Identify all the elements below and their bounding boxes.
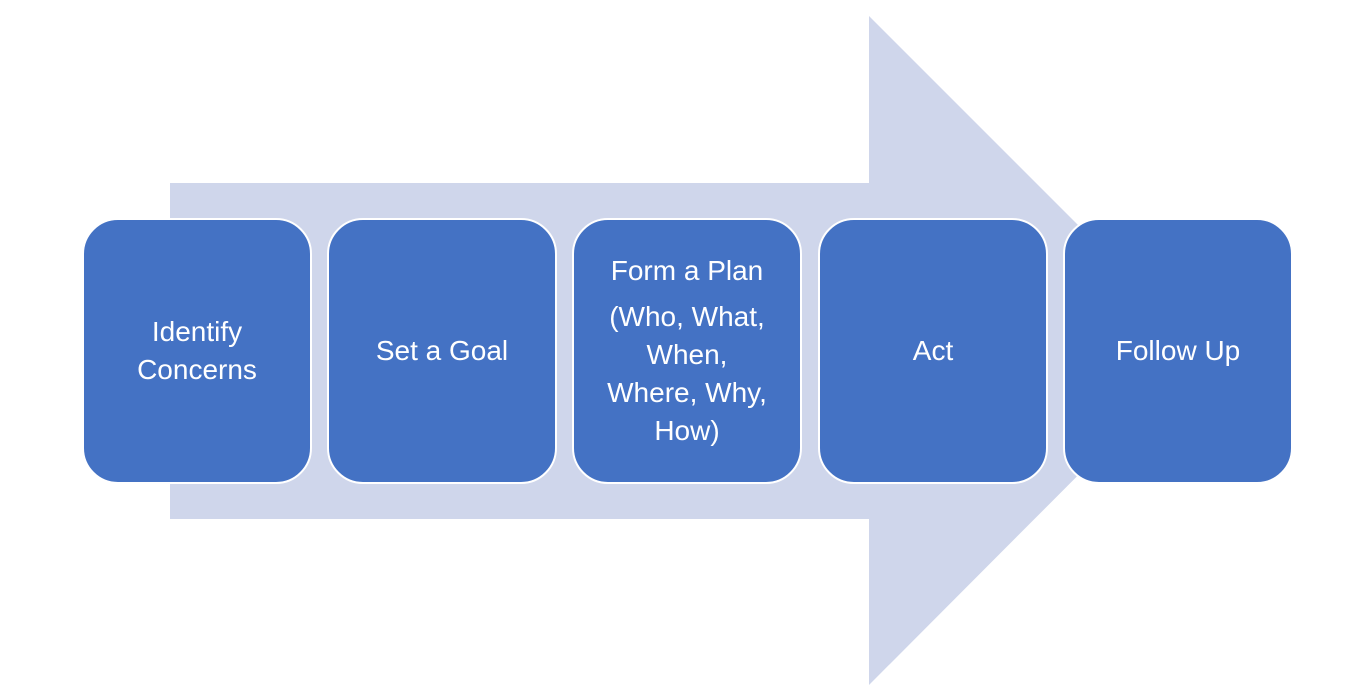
- step-label: Identify: [151, 316, 243, 347]
- step-label: Follow Up: [1115, 335, 1241, 366]
- step-follow-up: Follow Up: [1063, 218, 1293, 484]
- step-act: Act: [818, 218, 1048, 484]
- step-label: Concerns: [137, 354, 257, 385]
- step-heading: Form a Plan: [610, 255, 764, 286]
- step-label: Act: [912, 335, 954, 366]
- step-set-a-goal: Set a Goal: [327, 218, 557, 484]
- step-detail: When,: [646, 339, 728, 370]
- step-detail: (Who, What,: [609, 301, 765, 332]
- step-identify-concerns: Identify Concerns: [82, 218, 312, 484]
- step-label: Set a Goal: [375, 335, 509, 366]
- step-detail: How): [654, 415, 720, 446]
- step-detail: Where, Why,: [607, 377, 767, 408]
- step-form-a-plan: Form a Plan (Who, What, When, Where, Why…: [572, 218, 802, 484]
